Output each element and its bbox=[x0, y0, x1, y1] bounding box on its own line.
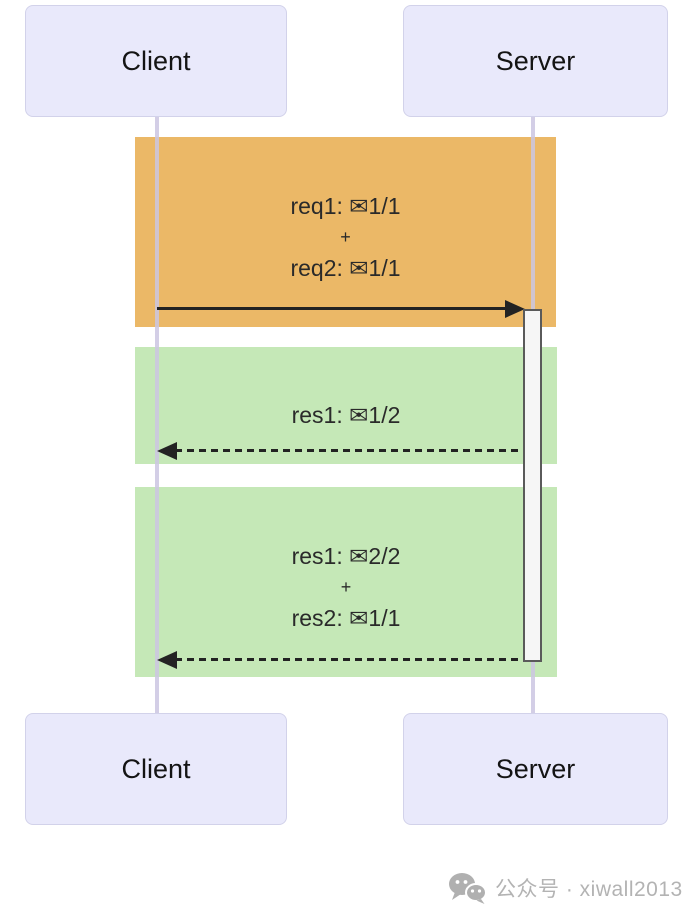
response-2-arrowhead-icon bbox=[157, 651, 177, 669]
server-activation-bar bbox=[523, 309, 542, 662]
actor-box-server-bottom: Server bbox=[403, 713, 668, 825]
response-1-arrowhead-icon bbox=[157, 442, 177, 460]
response-1-message: res1: ✉1/2 bbox=[135, 398, 557, 432]
actor-label-client-bottom: Client bbox=[121, 753, 191, 784]
response-2-arrow-line bbox=[175, 658, 523, 661]
request-message-line-2: req2: ✉1/1 bbox=[290, 255, 401, 281]
response-2-message-line-1: res1: ✉2/2 bbox=[291, 543, 401, 569]
actor-label-server-top: Server bbox=[495, 45, 576, 76]
response-1-arrow-line bbox=[175, 449, 523, 452]
response-2-message-line-2: res2: ✉1/1 bbox=[291, 605, 401, 631]
request-message-line-1: req1: ✉1/1 bbox=[290, 193, 401, 219]
wechat-icon bbox=[449, 873, 486, 904]
client-lifeline bbox=[155, 117, 159, 713]
request-arrowhead-icon bbox=[505, 300, 525, 318]
request-arrow-line bbox=[157, 307, 507, 310]
response-2-highlight-rect: res1: ✉2/2 + res2: ✉1/1 bbox=[135, 487, 557, 677]
actor-box-client-bottom: Client bbox=[25, 713, 287, 825]
actor-label-client-top: Client bbox=[121, 45, 191, 76]
request-highlight-rect: req1: ✉1/1 + req2: ✉1/1 bbox=[135, 137, 556, 327]
watermark-text: 公众号 · xiwall2013 bbox=[495, 878, 683, 901]
actor-box-client-top: Client bbox=[25, 5, 287, 117]
actor-box-server-top: Server bbox=[403, 5, 668, 117]
response-1-highlight-rect: res1: ✉1/2 bbox=[135, 347, 557, 464]
response-2-message-plus: + bbox=[340, 577, 352, 597]
request-message-plus: + bbox=[340, 227, 351, 247]
response-1-message-line-1: res1: ✉1/2 bbox=[291, 402, 401, 428]
actor-label-server-bottom: Server bbox=[495, 753, 576, 784]
watermark: 公众号 · xiwall2013 bbox=[448, 866, 682, 910]
response-2-message: res1: ✉2/2 + res2: ✉1/1 bbox=[135, 539, 557, 635]
request-message: req1: ✉1/1 + req2: ✉1/1 bbox=[135, 189, 556, 285]
